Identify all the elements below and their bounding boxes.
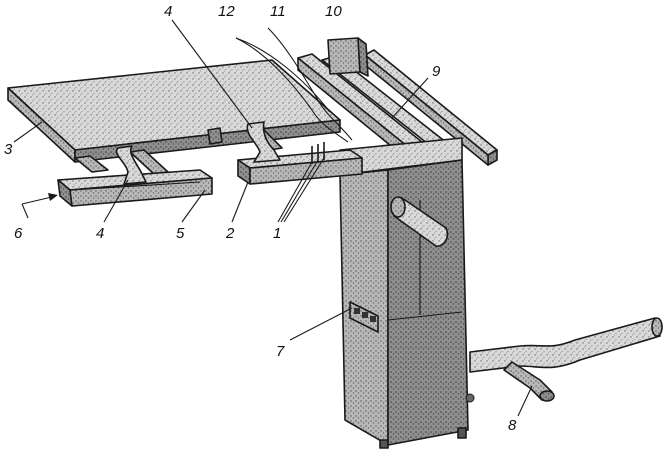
label-10: 10 — [325, 3, 342, 20]
label-2: 2 — [225, 225, 235, 242]
label-3: 3 — [4, 141, 13, 158]
column-roller — [390, 196, 449, 247]
label-1: 1 — [273, 225, 281, 242]
label-5: 5 — [176, 225, 185, 242]
table-plate — [7, 59, 341, 163]
leader-lines — [13, 19, 533, 417]
wire-12 — [235, 37, 349, 143]
label-8: 8 — [508, 417, 517, 434]
label-4-bottom: 4 — [96, 225, 104, 242]
label-7: 7 — [276, 343, 285, 360]
label-4-top: 4 — [164, 3, 172, 20]
right-bar-assembly — [237, 121, 363, 185]
label-6: 6 — [14, 225, 23, 242]
left-bar-assembly — [57, 145, 213, 207]
wire-12b — [235, 37, 331, 113]
label-9: 9 — [432, 63, 441, 80]
wire-11 — [267, 27, 353, 141]
container-10 — [327, 37, 369, 77]
label-12: 12 — [218, 3, 235, 20]
discharge-pipe — [469, 317, 663, 402]
vertical-column — [339, 137, 475, 449]
label-11: 11 — [270, 3, 286, 20]
feed-arrow — [21, 193, 58, 205]
control-panel — [349, 301, 379, 333]
